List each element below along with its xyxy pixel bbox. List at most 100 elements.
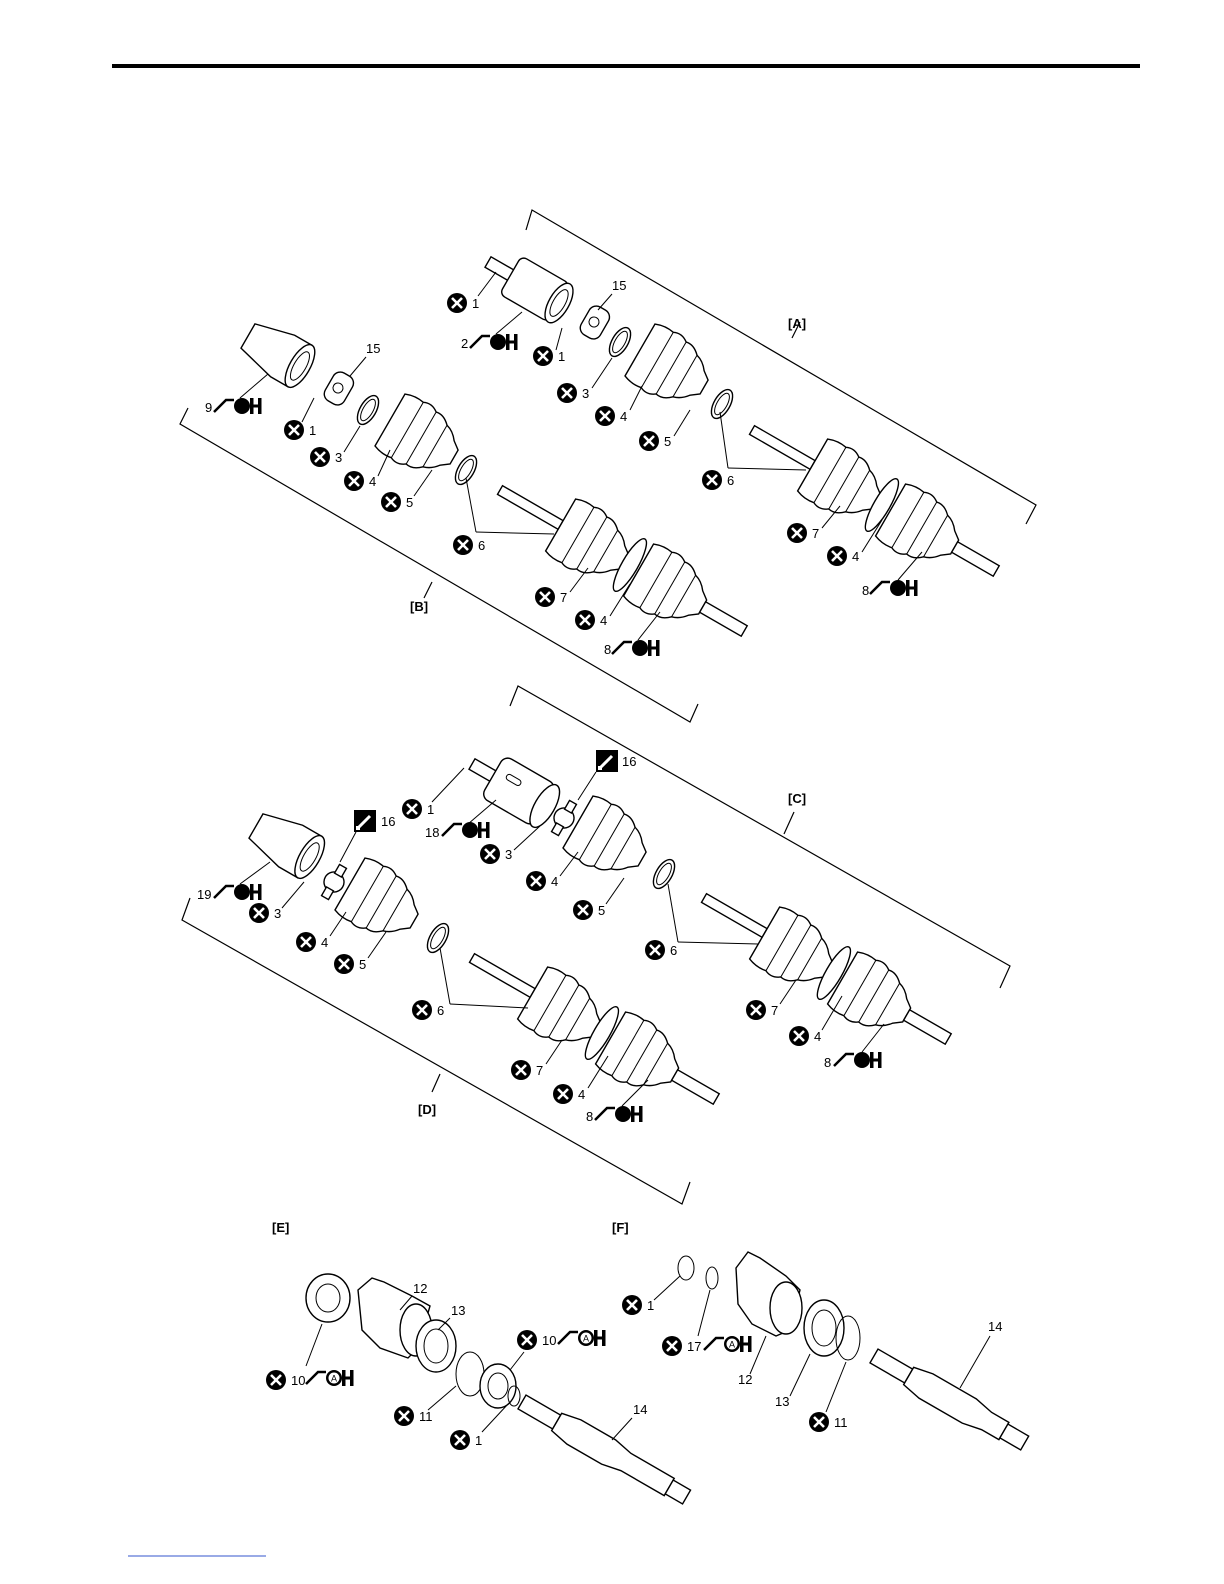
header-rule bbox=[112, 64, 1140, 68]
x-circle-icon bbox=[575, 610, 595, 630]
x-circle-icon bbox=[480, 844, 500, 864]
grease-gun-icon bbox=[442, 822, 490, 838]
x-circle-icon bbox=[622, 1295, 642, 1315]
x-circle-icon bbox=[402, 799, 422, 819]
part-number: 7 bbox=[771, 1003, 778, 1018]
grease-gun-a-icon bbox=[306, 1370, 354, 1386]
intermediate-shaft bbox=[515, 1390, 694, 1509]
x-circle-icon bbox=[645, 940, 665, 960]
x-circle-icon bbox=[827, 546, 847, 566]
x-circle-icon bbox=[517, 1330, 537, 1350]
part-number: 17 bbox=[687, 1339, 701, 1354]
part-number: 6 bbox=[727, 473, 734, 488]
part-number: 5 bbox=[664, 434, 671, 449]
grease-gun-icon bbox=[612, 640, 660, 656]
x-circle-icon bbox=[310, 447, 330, 467]
part-number: 10 bbox=[542, 1333, 556, 1348]
part-number: 4 bbox=[321, 935, 328, 950]
group-a-assembly: [A] 1 15 2 1 bbox=[447, 210, 1036, 600]
x-circle-icon bbox=[702, 470, 722, 490]
x-circle-icon bbox=[662, 1336, 682, 1356]
part-number: 4 bbox=[578, 1087, 585, 1102]
oil-seal bbox=[306, 1274, 350, 1322]
x-circle-icon bbox=[526, 871, 546, 891]
part-number: 11 bbox=[834, 1415, 848, 1430]
part-number: 4 bbox=[620, 409, 627, 424]
part-number: 3 bbox=[505, 847, 512, 862]
part-number: 4 bbox=[600, 613, 607, 628]
x-circle-icon bbox=[639, 431, 659, 451]
group-f-assembly: [F] 1 17 12 13 11 14 bbox=[612, 1220, 1032, 1455]
part-number: 15 bbox=[366, 341, 380, 356]
group-a-bracket bbox=[526, 210, 1036, 524]
part-number: 1 bbox=[309, 423, 316, 438]
part-number: 3 bbox=[582, 386, 589, 401]
part-number: 4 bbox=[814, 1029, 821, 1044]
x-circle-icon bbox=[453, 535, 473, 555]
group-c-assembly: [C] 16 1 18 3 bbox=[402, 686, 1010, 1070]
x-circle-icon bbox=[266, 1370, 286, 1390]
x-circle-icon bbox=[412, 1000, 432, 1020]
x-circle-icon bbox=[381, 492, 401, 512]
part-number: 1 bbox=[475, 1433, 482, 1448]
part-number: 5 bbox=[598, 903, 605, 918]
x-circle-icon bbox=[284, 420, 304, 440]
part-number: 4 bbox=[369, 474, 376, 489]
part-number: 6 bbox=[670, 943, 677, 958]
part-number: 9 bbox=[205, 400, 212, 415]
grease-gun-icon bbox=[214, 884, 262, 900]
x-circle-icon bbox=[447, 293, 467, 313]
sealant-icon bbox=[596, 750, 618, 772]
x-circle-icon bbox=[789, 1026, 809, 1046]
center-bearing bbox=[804, 1300, 844, 1356]
grease-gun-icon bbox=[595, 1106, 643, 1122]
x-circle-icon bbox=[746, 1000, 766, 1020]
part-number: 19 bbox=[197, 887, 211, 902]
part-number: 1 bbox=[427, 802, 434, 817]
x-circle-icon bbox=[535, 587, 555, 607]
x-circle-icon bbox=[533, 346, 553, 366]
x-circle-icon bbox=[511, 1060, 531, 1080]
intermediate-shaft bbox=[867, 1344, 1032, 1455]
part-number: 12 bbox=[738, 1372, 752, 1387]
part-number: 4 bbox=[852, 549, 859, 564]
x-circle-icon bbox=[573, 900, 593, 920]
x-circle-icon bbox=[595, 406, 615, 426]
part-number: 6 bbox=[437, 1003, 444, 1018]
part-number: 16 bbox=[622, 754, 636, 769]
x-circle-icon bbox=[394, 1406, 414, 1426]
part-number: 7 bbox=[560, 590, 567, 605]
x-circle-icon bbox=[296, 932, 316, 952]
group-a-label: [A] bbox=[788, 316, 806, 331]
grease-gun-icon bbox=[214, 398, 262, 414]
sealant-icon bbox=[354, 810, 376, 832]
part-number: 1 bbox=[647, 1298, 654, 1313]
part-number: 4 bbox=[551, 874, 558, 889]
part-number: 11 bbox=[419, 1409, 433, 1424]
part-number: 8 bbox=[824, 1055, 831, 1070]
group-d-assembly: [D] 1 6 19 3 4 bbox=[182, 805, 733, 1204]
x-circle-icon bbox=[787, 523, 807, 543]
group-e-assembly: [E] 12 13 10 10 11 1 14 bbox=[266, 1220, 694, 1509]
x-circle-icon bbox=[809, 1412, 829, 1432]
group-b-label: [B] bbox=[410, 599, 428, 614]
part-number: 14 bbox=[988, 1319, 1002, 1334]
grease-gun-icon bbox=[870, 580, 918, 596]
x-circle-icon bbox=[450, 1430, 470, 1450]
part-number: 7 bbox=[812, 526, 819, 541]
x-circle-icon bbox=[557, 383, 577, 403]
group-d-label: [D] bbox=[418, 1102, 436, 1117]
group-e-label: [E] bbox=[272, 1220, 289, 1235]
group-f-label: [F] bbox=[612, 1220, 629, 1235]
x-circle-icon bbox=[344, 471, 364, 491]
grease-gun-a-icon bbox=[704, 1336, 752, 1352]
part-number: 13 bbox=[775, 1394, 789, 1409]
part-number: 10 bbox=[291, 1373, 305, 1388]
part-number: 8 bbox=[604, 642, 611, 657]
grease-gun-a-icon bbox=[558, 1330, 606, 1346]
part-number: 2 bbox=[461, 336, 468, 351]
part-number: 3 bbox=[274, 906, 281, 921]
part-number: 13 bbox=[451, 1303, 465, 1318]
part-number: 12 bbox=[413, 1281, 427, 1296]
part-number: 5 bbox=[406, 495, 413, 510]
